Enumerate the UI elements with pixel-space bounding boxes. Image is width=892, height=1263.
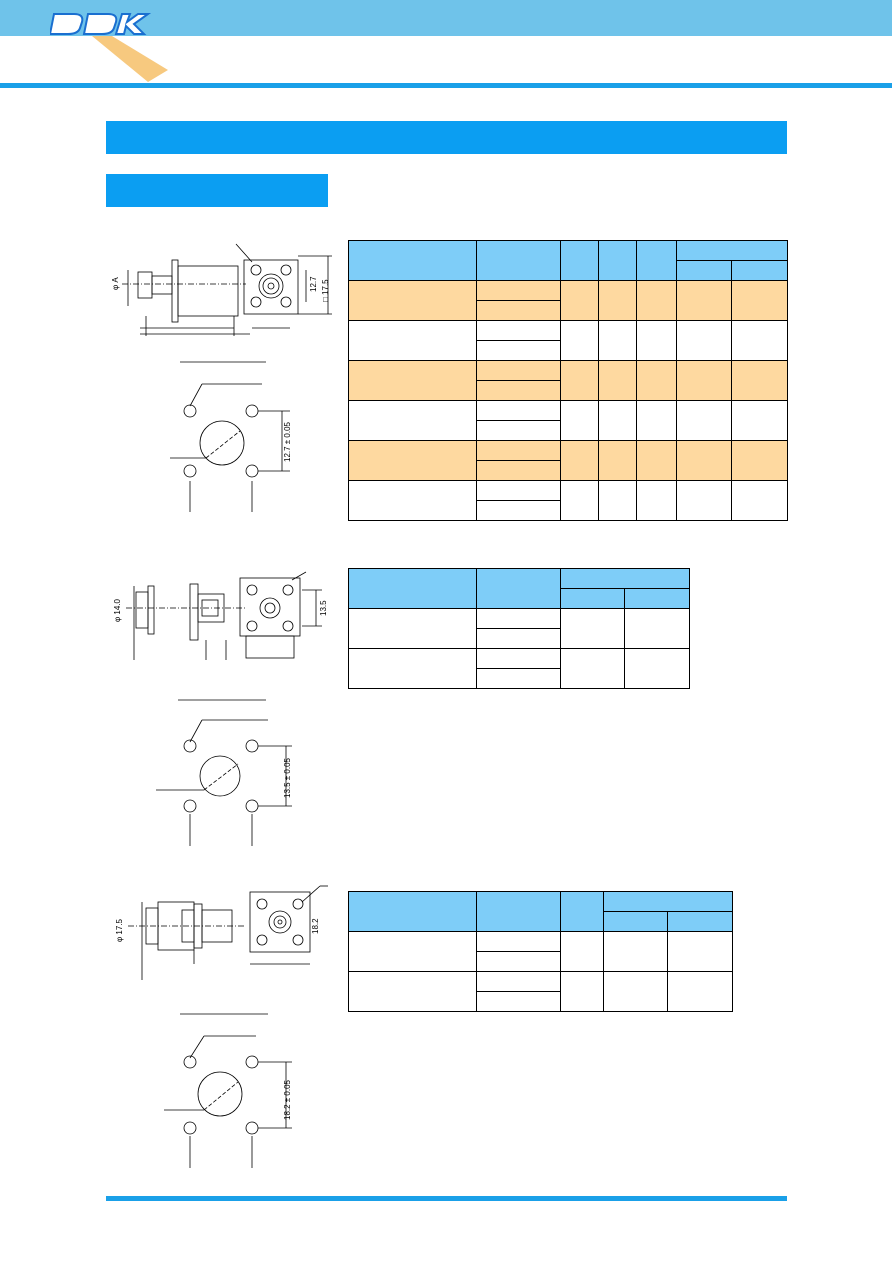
flange-dim-2: 13.5	[319, 600, 328, 616]
table-row	[348, 480, 788, 521]
table-3-header-row	[348, 891, 733, 932]
table-1-header-row	[348, 240, 788, 281]
diameter-label-3: φ 17.5	[115, 918, 124, 942]
connector-side-view-2: φ 14.0 13.5 13.5 ± 0.05	[113, 571, 328, 846]
table-row	[349, 460, 788, 481]
table-row	[349, 500, 788, 521]
table-row	[349, 991, 733, 1012]
table-row	[348, 440, 788, 481]
table-row	[348, 400, 788, 441]
table-row	[349, 420, 788, 441]
spec-table-2	[348, 568, 690, 689]
logo	[48, 8, 168, 83]
table-row	[349, 628, 690, 649]
connector-drawing-2: φ 14.0 13.5 13.5 ± 0.05	[106, 570, 346, 860]
table-2-subheader-row	[349, 588, 690, 609]
panel-dim-2: 13.5 ± 0.05	[283, 757, 292, 798]
spec-table-1	[348, 240, 788, 521]
flange-dim-1: □ 17.5	[321, 279, 330, 302]
flange-dim-3: 18.2	[311, 918, 320, 934]
table-row	[349, 668, 690, 689]
table-row	[348, 360, 788, 401]
table-row	[348, 931, 733, 972]
connector-drawing-1: φ A 12.7 □ 17.5 12.7 ± 0.05	[106, 236, 346, 526]
panel-dim-1: 12.7 ± 0.05	[283, 421, 292, 462]
table-row	[348, 280, 788, 321]
connector-side-view-1: φ A 12.7 □ 17.5 12.7 ± 0.05	[111, 243, 332, 512]
pitch-dim-1: 12.7	[309, 276, 318, 292]
section-title-bar	[106, 121, 787, 154]
header-bar	[0, 0, 892, 36]
table-2-header-row	[348, 568, 690, 609]
diameter-label-2: φ 14.0	[113, 598, 122, 622]
table-row	[348, 971, 733, 1012]
table-row	[349, 380, 788, 401]
table-row	[349, 340, 788, 361]
table-1-subheader-row	[349, 260, 788, 281]
connector-drawing-3: φ 17.5 18.2 18.2 ± 0.05	[106, 880, 346, 1180]
panel-dim-3: 18.2 ± 0.05	[283, 1079, 292, 1120]
section-subtitle-bar	[106, 174, 328, 207]
table-row	[348, 320, 788, 361]
connector-side-view-3: φ 17.5 18.2 18.2 ± 0.05	[115, 885, 328, 1168]
table-row	[348, 608, 690, 649]
footer-divider	[106, 1196, 787, 1201]
header-divider	[0, 83, 892, 88]
spec-table-3	[348, 891, 733, 1012]
ddk-logo-icon	[48, 13, 168, 82]
diameter-label-1: φ A	[111, 277, 120, 290]
table-row	[349, 300, 788, 321]
table-row	[348, 648, 690, 689]
